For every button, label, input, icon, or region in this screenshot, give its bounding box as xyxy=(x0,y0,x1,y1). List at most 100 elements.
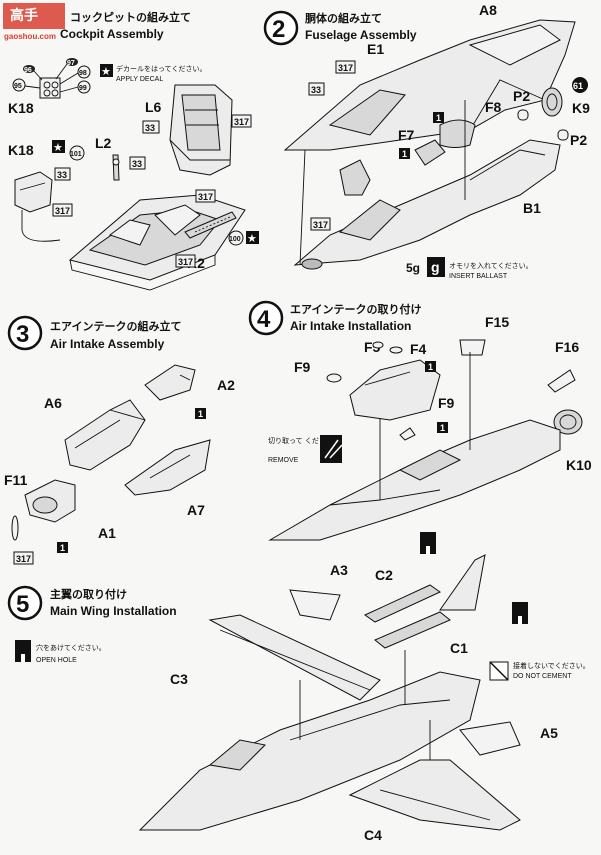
star-icon-2: ★ xyxy=(53,141,63,154)
label-p2-bottom: P2 xyxy=(570,132,587,148)
label-f16: F16 xyxy=(555,339,579,355)
star-icon-3: ★ xyxy=(247,232,257,245)
paint-code-101: 101 xyxy=(70,151,82,158)
part-f9-right xyxy=(399,427,416,441)
lower-fuselage-b1 xyxy=(293,139,561,270)
paint-code-317b: 317 xyxy=(55,206,70,216)
watermark-logo: 高手 gaoshou.com xyxy=(3,3,65,41)
apply-decal-note: ★ デカールをはってください。 APPLY DECAL xyxy=(100,64,206,83)
instrument-cover-f8 xyxy=(439,119,476,148)
step-4-title-jp: エアインテークの取り付け xyxy=(290,302,421,316)
vertical-fin xyxy=(439,554,486,611)
paint-code-98: 98 xyxy=(79,70,87,77)
paint-code-33d: 33 xyxy=(311,85,321,95)
panel-f7 xyxy=(414,139,446,166)
step-5-header: 5 主翼の取り付け Main Wing Installation xyxy=(7,585,177,621)
fuselage-step-4 xyxy=(268,419,561,541)
label-c2: C2 xyxy=(375,567,393,583)
pylons-c1-c2 xyxy=(364,584,451,649)
open-hole-note: 穴をあけてください。 OPEN HOLE xyxy=(15,640,106,664)
paint-code-317d: 317 xyxy=(178,257,193,267)
label-k9: K9 xyxy=(572,100,590,116)
do-not-cement-note: 接着しないでください。 DO NOT CEMENT xyxy=(489,661,590,681)
label-e1: E1 xyxy=(367,41,384,57)
watermark-text: 高手 xyxy=(10,7,38,24)
label-p2-top: P2 xyxy=(513,88,530,104)
label-f8: F8 xyxy=(485,99,502,115)
step-5-title-en: Main Wing Installation xyxy=(50,604,177,618)
step-3-header: 3 エアインテークの組み立て Air Intake Assembly xyxy=(7,315,181,351)
step-5-title-jp: 主翼の取り付け xyxy=(50,587,127,601)
paint-code-33c: 33 xyxy=(57,170,67,180)
paint-code-317g: 317 xyxy=(16,554,31,564)
remove-note: 切り取って ください。 REMOVE xyxy=(268,435,343,464)
part-a5 xyxy=(459,721,521,756)
step-4-header: 4 エアインテークの取り付け Air Intake Installation xyxy=(248,300,421,336)
intake-ring-f11 xyxy=(11,515,19,541)
label-a8: A8 xyxy=(479,2,497,18)
step-4-title-en: Air Intake Installation xyxy=(290,319,411,333)
part-a3 xyxy=(289,589,341,621)
paint-code-317: 317 xyxy=(234,117,249,127)
intake-part-a2 xyxy=(144,364,196,401)
step-1-title-en: Cockpit Assembly xyxy=(60,27,164,41)
step-4-number: 4 xyxy=(257,306,271,333)
fuselage-step-5 xyxy=(138,671,481,831)
seat-in-fuselage xyxy=(339,159,371,196)
paint-code-61: 61 xyxy=(573,81,583,91)
step-2-title-en: Fuselage Assembly xyxy=(305,28,417,42)
seat-part-l6 xyxy=(169,84,233,176)
paint-code-95: 95 xyxy=(14,83,22,90)
paint-code-100: 100 xyxy=(229,236,241,243)
step-1-title-jp: コックピットの組み立て xyxy=(70,10,191,24)
label-a6: A6 xyxy=(44,395,62,411)
label-a3: A3 xyxy=(330,562,348,578)
nozzle-k10 xyxy=(553,409,583,435)
label-f9-left: F9 xyxy=(294,359,311,375)
no-cement-jp: 接着しないでください。 xyxy=(513,661,590,670)
part-f16 xyxy=(547,369,576,393)
step-3-title-en: Air Intake Assembly xyxy=(50,337,165,351)
part-p2-top xyxy=(517,109,529,121)
part-marker-6: 1 xyxy=(440,423,445,433)
part-marker-5: 1 xyxy=(428,362,433,372)
instrument-panel-k18 xyxy=(14,171,61,242)
ballast-en: INSERT BALLAST xyxy=(449,273,508,280)
label-f15: F15 xyxy=(485,314,509,330)
label-c4: C4 xyxy=(364,827,382,843)
label-k18-top: K18 xyxy=(8,100,34,116)
ballast-weight: 5g xyxy=(406,261,420,275)
step-2-title-jp: 胴体の組み立て xyxy=(305,11,382,25)
label-k18: K18 xyxy=(8,142,34,158)
star-marker-3: ★ xyxy=(246,231,259,245)
ballast-jp: オモリを入れてください。 xyxy=(449,262,533,270)
hole-marker-2 xyxy=(512,602,528,624)
part-p2-bottom xyxy=(557,129,569,141)
intake-part-a1 xyxy=(24,479,76,523)
remove-en: REMOVE xyxy=(268,457,299,464)
open-hole-en: OPEN HOLE xyxy=(36,657,77,664)
ballast-note: 5g g オモリを入れてください。 INSERT BALLAST xyxy=(406,257,533,280)
label-f9-right: F9 xyxy=(438,395,455,411)
label-a2: A2 xyxy=(217,377,235,393)
label-b1: B1 xyxy=(523,200,541,216)
step-3-number: 3 xyxy=(16,321,29,348)
no-cement-en: DO NOT CEMENT xyxy=(513,673,572,680)
paint-code-33: 33 xyxy=(145,123,155,133)
control-stick-l2 xyxy=(112,154,120,181)
open-hole-jp: 穴をあけてください。 xyxy=(36,643,106,652)
wing-part-c4 xyxy=(348,759,521,831)
star-icon: ★ xyxy=(101,65,111,78)
apply-decal-jp: デカールをはってください。 xyxy=(116,64,206,73)
hole-marker-1 xyxy=(420,532,436,554)
upper-fuselage-a8 xyxy=(283,19,576,151)
remove-jp: 切り取って ください。 xyxy=(268,437,340,445)
part-marker-3: 1 xyxy=(198,409,203,419)
paint-code-96: 96 xyxy=(24,67,32,74)
label-l2: L2 xyxy=(95,135,112,151)
label-f11: F11 xyxy=(4,472,28,488)
paint-code-317e: 317 xyxy=(338,63,353,73)
ballast-marker: g xyxy=(431,259,440,275)
